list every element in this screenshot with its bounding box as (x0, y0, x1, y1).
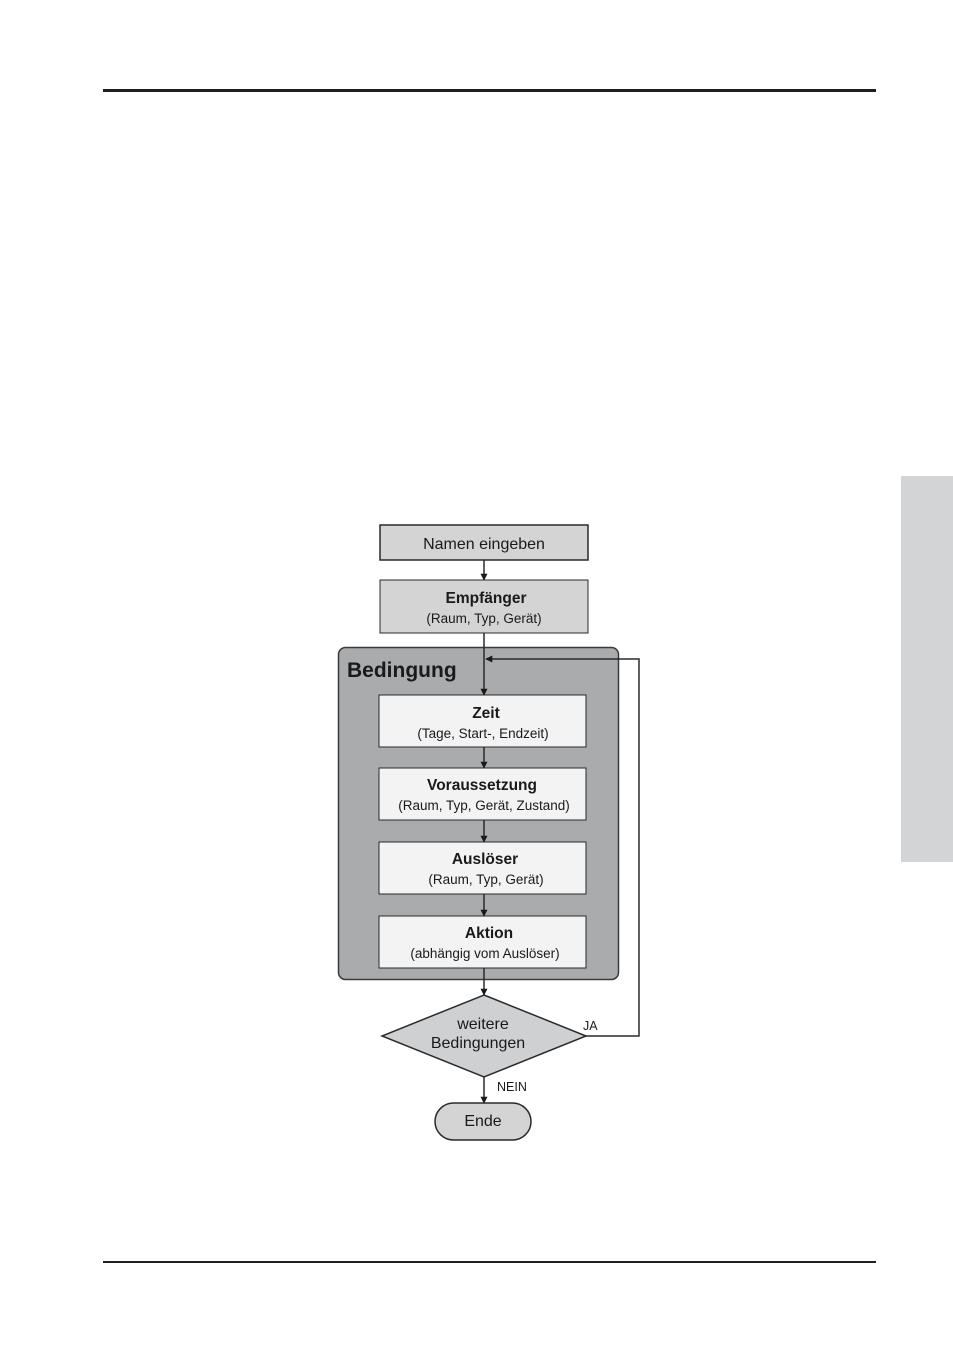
step-precondition-detail: (Raum, Typ, Gerät, Zustand) (398, 798, 570, 813)
step-trigger-title: Auslöser (452, 851, 518, 868)
step-action-detail: (abhängig vom Auslöser) (410, 946, 559, 961)
start-node: Namen eingeben (379, 524, 589, 561)
step-time-title: Zeit (472, 705, 500, 722)
condition-group-title: Bedingung (347, 659, 457, 682)
end-node: Ende (434, 1102, 532, 1141)
recipient-box (379, 579, 589, 634)
decision-line-1: weitere (456, 1016, 509, 1033)
step-action-title: Aktion (465, 925, 513, 942)
step-precondition-title: Voraussetzung (427, 777, 537, 794)
start-label: Namen eingeben (423, 536, 545, 553)
decision-node: weitere Bedingungen (379, 994, 589, 1078)
recipient-title: Empfänger (446, 590, 527, 607)
header-rule (103, 89, 876, 92)
no-label: NEIN (497, 1080, 527, 1094)
step-time: Zeit (Tage, Start-, Endzeit) (378, 694, 587, 748)
arrow-loop-back-yes (485, 655, 640, 1037)
step-time-detail: (Tage, Start-, Endzeit) (417, 726, 548, 741)
step-action-box (378, 915, 587, 969)
step-action: Aktion (abhängig vom Auslöser) (378, 915, 587, 969)
step-time-box (378, 694, 587, 748)
section-side-tab (901, 476, 953, 862)
step-precondition-box (378, 767, 587, 821)
footer-rule (103, 1261, 876, 1263)
yes-label: JA (583, 1019, 598, 1033)
decision-line-2: Bedingungen (431, 1035, 525, 1052)
step-trigger-detail: (Raum, Typ, Gerät) (428, 872, 543, 887)
end-terminator (434, 1102, 532, 1141)
start-box (379, 524, 589, 561)
end-label: Ende (464, 1113, 501, 1130)
step-trigger-box (378, 841, 587, 895)
recipient-node: Empfänger (Raum, Typ, Gerät) (379, 579, 589, 634)
recipient-detail: (Raum, Typ, Gerät) (426, 611, 541, 626)
step-precondition: Voraussetzung (Raum, Typ, Gerät, Zustand… (378, 767, 587, 821)
step-trigger: Auslöser (Raum, Typ, Gerät) (378, 841, 587, 895)
